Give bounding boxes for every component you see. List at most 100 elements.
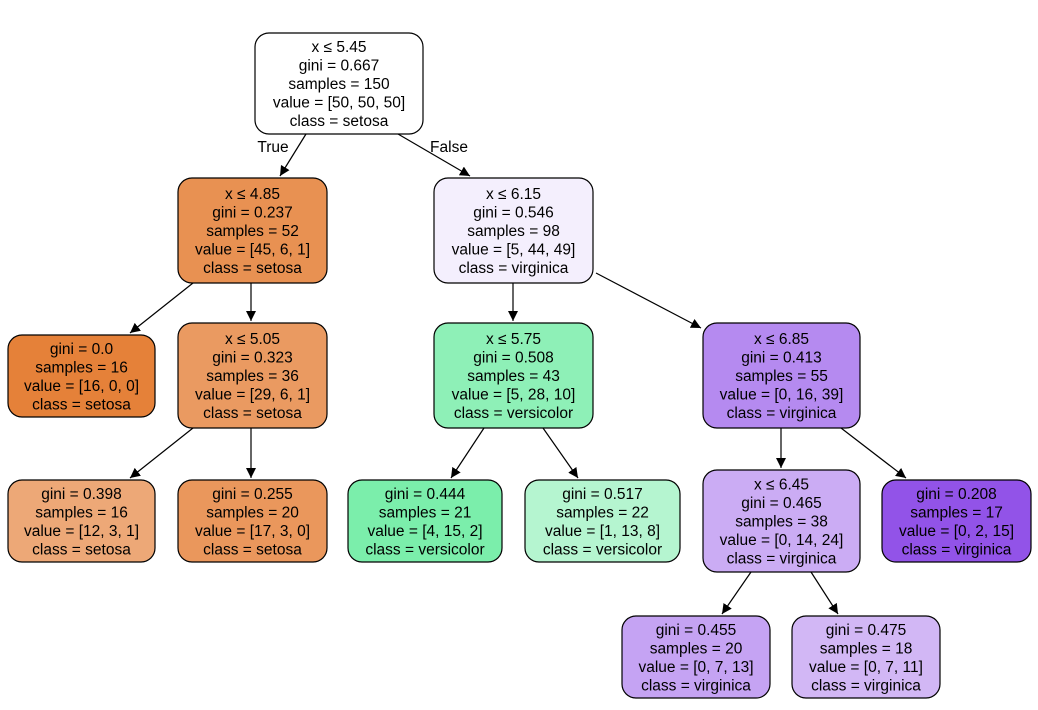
node-line: class = virginica (727, 405, 837, 422)
edge-label-true: True (257, 139, 288, 156)
node-line: samples = 98 (467, 223, 560, 240)
node-line: x ≤ 6.15 (486, 186, 541, 203)
edge-n7-n9 (542, 427, 579, 479)
node-line: value = [12, 3, 1] (24, 523, 139, 540)
node-box (524, 479, 681, 563)
node-line: class = setosa (203, 405, 302, 422)
node-line: gini = 0.475 (826, 622, 907, 639)
node-line: value = [16, 0, 0] (24, 378, 139, 395)
node-box (7, 479, 156, 563)
node-line: samples = 43 (467, 368, 560, 385)
node-line: gini = 0.398 (41, 486, 122, 503)
edge-n11-n12 (721, 571, 752, 615)
node-line: x ≤ 5.05 (225, 331, 280, 348)
edge-n11-n13 (810, 571, 839, 615)
node-line: gini = 0.255 (212, 486, 293, 503)
node-line: gini = 0.237 (212, 205, 293, 222)
edge-n0-n6 (397, 133, 471, 177)
node-line: samples = 38 (735, 514, 828, 531)
node-box (433, 322, 594, 429)
node-box (881, 479, 1032, 563)
node-box (621, 615, 771, 699)
node-line: gini = 0.0 (50, 341, 114, 358)
node-line: samples = 21 (379, 504, 472, 521)
node-line: class = virginica (902, 541, 1012, 558)
node-line: value = [5, 28, 10] (452, 387, 576, 404)
node-line: gini = 0.208 (916, 486, 997, 503)
node-line: value = [0, 16, 39] (720, 387, 844, 404)
edge-label-false: False (430, 139, 468, 156)
edge-n7-n8 (450, 427, 485, 479)
node-line: class = virginica (641, 677, 751, 694)
node-line: value = [0, 7, 11] (809, 659, 923, 676)
node-line: value = [0, 7, 13] (638, 659, 753, 676)
node-line: samples = 22 (556, 504, 649, 521)
node-line: x ≤ 6.45 (754, 477, 809, 494)
node-line: samples = 36 (206, 368, 299, 385)
node-line: value = [0, 2, 15] (899, 523, 1014, 540)
node-line: value = [50, 50, 50] (273, 95, 405, 112)
node-box (177, 177, 328, 284)
node-line: samples = 16 (35, 359, 128, 376)
edge-n1-n2 (129, 282, 194, 334)
node-line: class = virginica (811, 677, 921, 694)
node-line: class = setosa (290, 113, 389, 130)
node-line: gini = 0.465 (741, 495, 822, 512)
node-line: gini = 0.546 (473, 205, 554, 222)
node-line: class = virginica (459, 260, 569, 277)
node-line: value = [1, 13, 8] (545, 523, 660, 540)
node-line: class = setosa (203, 541, 302, 558)
node-line: samples = 52 (206, 223, 299, 240)
edge-n10-n14 (840, 427, 907, 479)
node-box (177, 479, 328, 563)
node-line: class = versicolor (543, 541, 662, 558)
node-box (7, 334, 156, 418)
node-line: class = setosa (203, 260, 302, 277)
node-box (702, 469, 861, 573)
node-box (177, 322, 328, 429)
node-line: samples = 16 (35, 504, 128, 521)
node-line: x ≤ 4.85 (225, 186, 280, 203)
node-line: gini = 0.413 (741, 350, 822, 367)
node-line: value = [5, 44, 49] (452, 242, 576, 259)
node-line: samples = 20 (650, 640, 743, 657)
node-box (702, 322, 861, 429)
node-line: samples = 20 (206, 504, 299, 521)
node-box (791, 615, 941, 699)
node-line: samples = 18 (820, 640, 913, 657)
node-line: gini = 0.323 (212, 350, 293, 367)
node-line: samples = 150 (288, 76, 390, 93)
edge-n0-n1 (279, 133, 307, 177)
node-line: class = setosa (32, 396, 131, 413)
node-line: value = [29, 6, 1] (195, 387, 310, 404)
node-line: x ≤ 6.85 (754, 331, 809, 348)
node-line: value = [0, 14, 24] (720, 532, 844, 549)
node-line: gini = 0.667 (299, 58, 380, 75)
node-box (347, 479, 503, 563)
node-line: class = versicolor (365, 541, 484, 558)
node-line: value = [4, 15, 2] (367, 523, 482, 540)
node-line: value = [45, 6, 1] (195, 242, 310, 259)
edge-n6-n10 (595, 272, 702, 329)
node-line: value = [17, 3, 0] (195, 523, 310, 540)
node-line: x ≤ 5.75 (486, 331, 541, 348)
node-line: gini = 0.517 (562, 486, 643, 503)
node-line: samples = 17 (910, 504, 1003, 521)
node-box (254, 32, 424, 135)
node-line: x ≤ 5.45 (311, 39, 366, 56)
